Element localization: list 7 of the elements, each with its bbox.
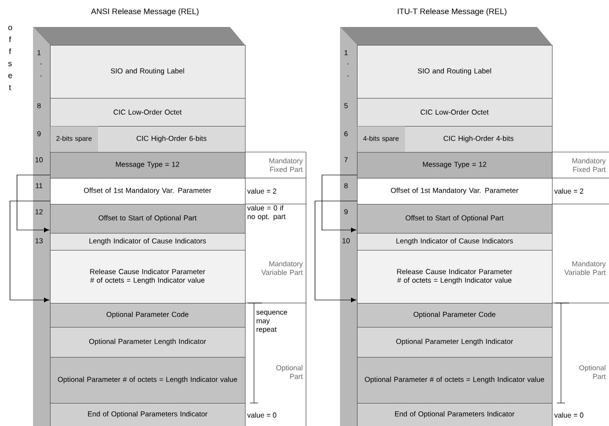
arrow [322, 174, 358, 232]
arrow [16, 174, 50, 232]
arrow [10, 200, 50, 302]
arrow [314, 200, 358, 302]
title: ANSI Release Message (REL) [91, 8, 198, 16]
title: ITU-T Release Message (REL) [398, 8, 506, 16]
offset-label: o f f s e t [8, 26, 12, 90]
